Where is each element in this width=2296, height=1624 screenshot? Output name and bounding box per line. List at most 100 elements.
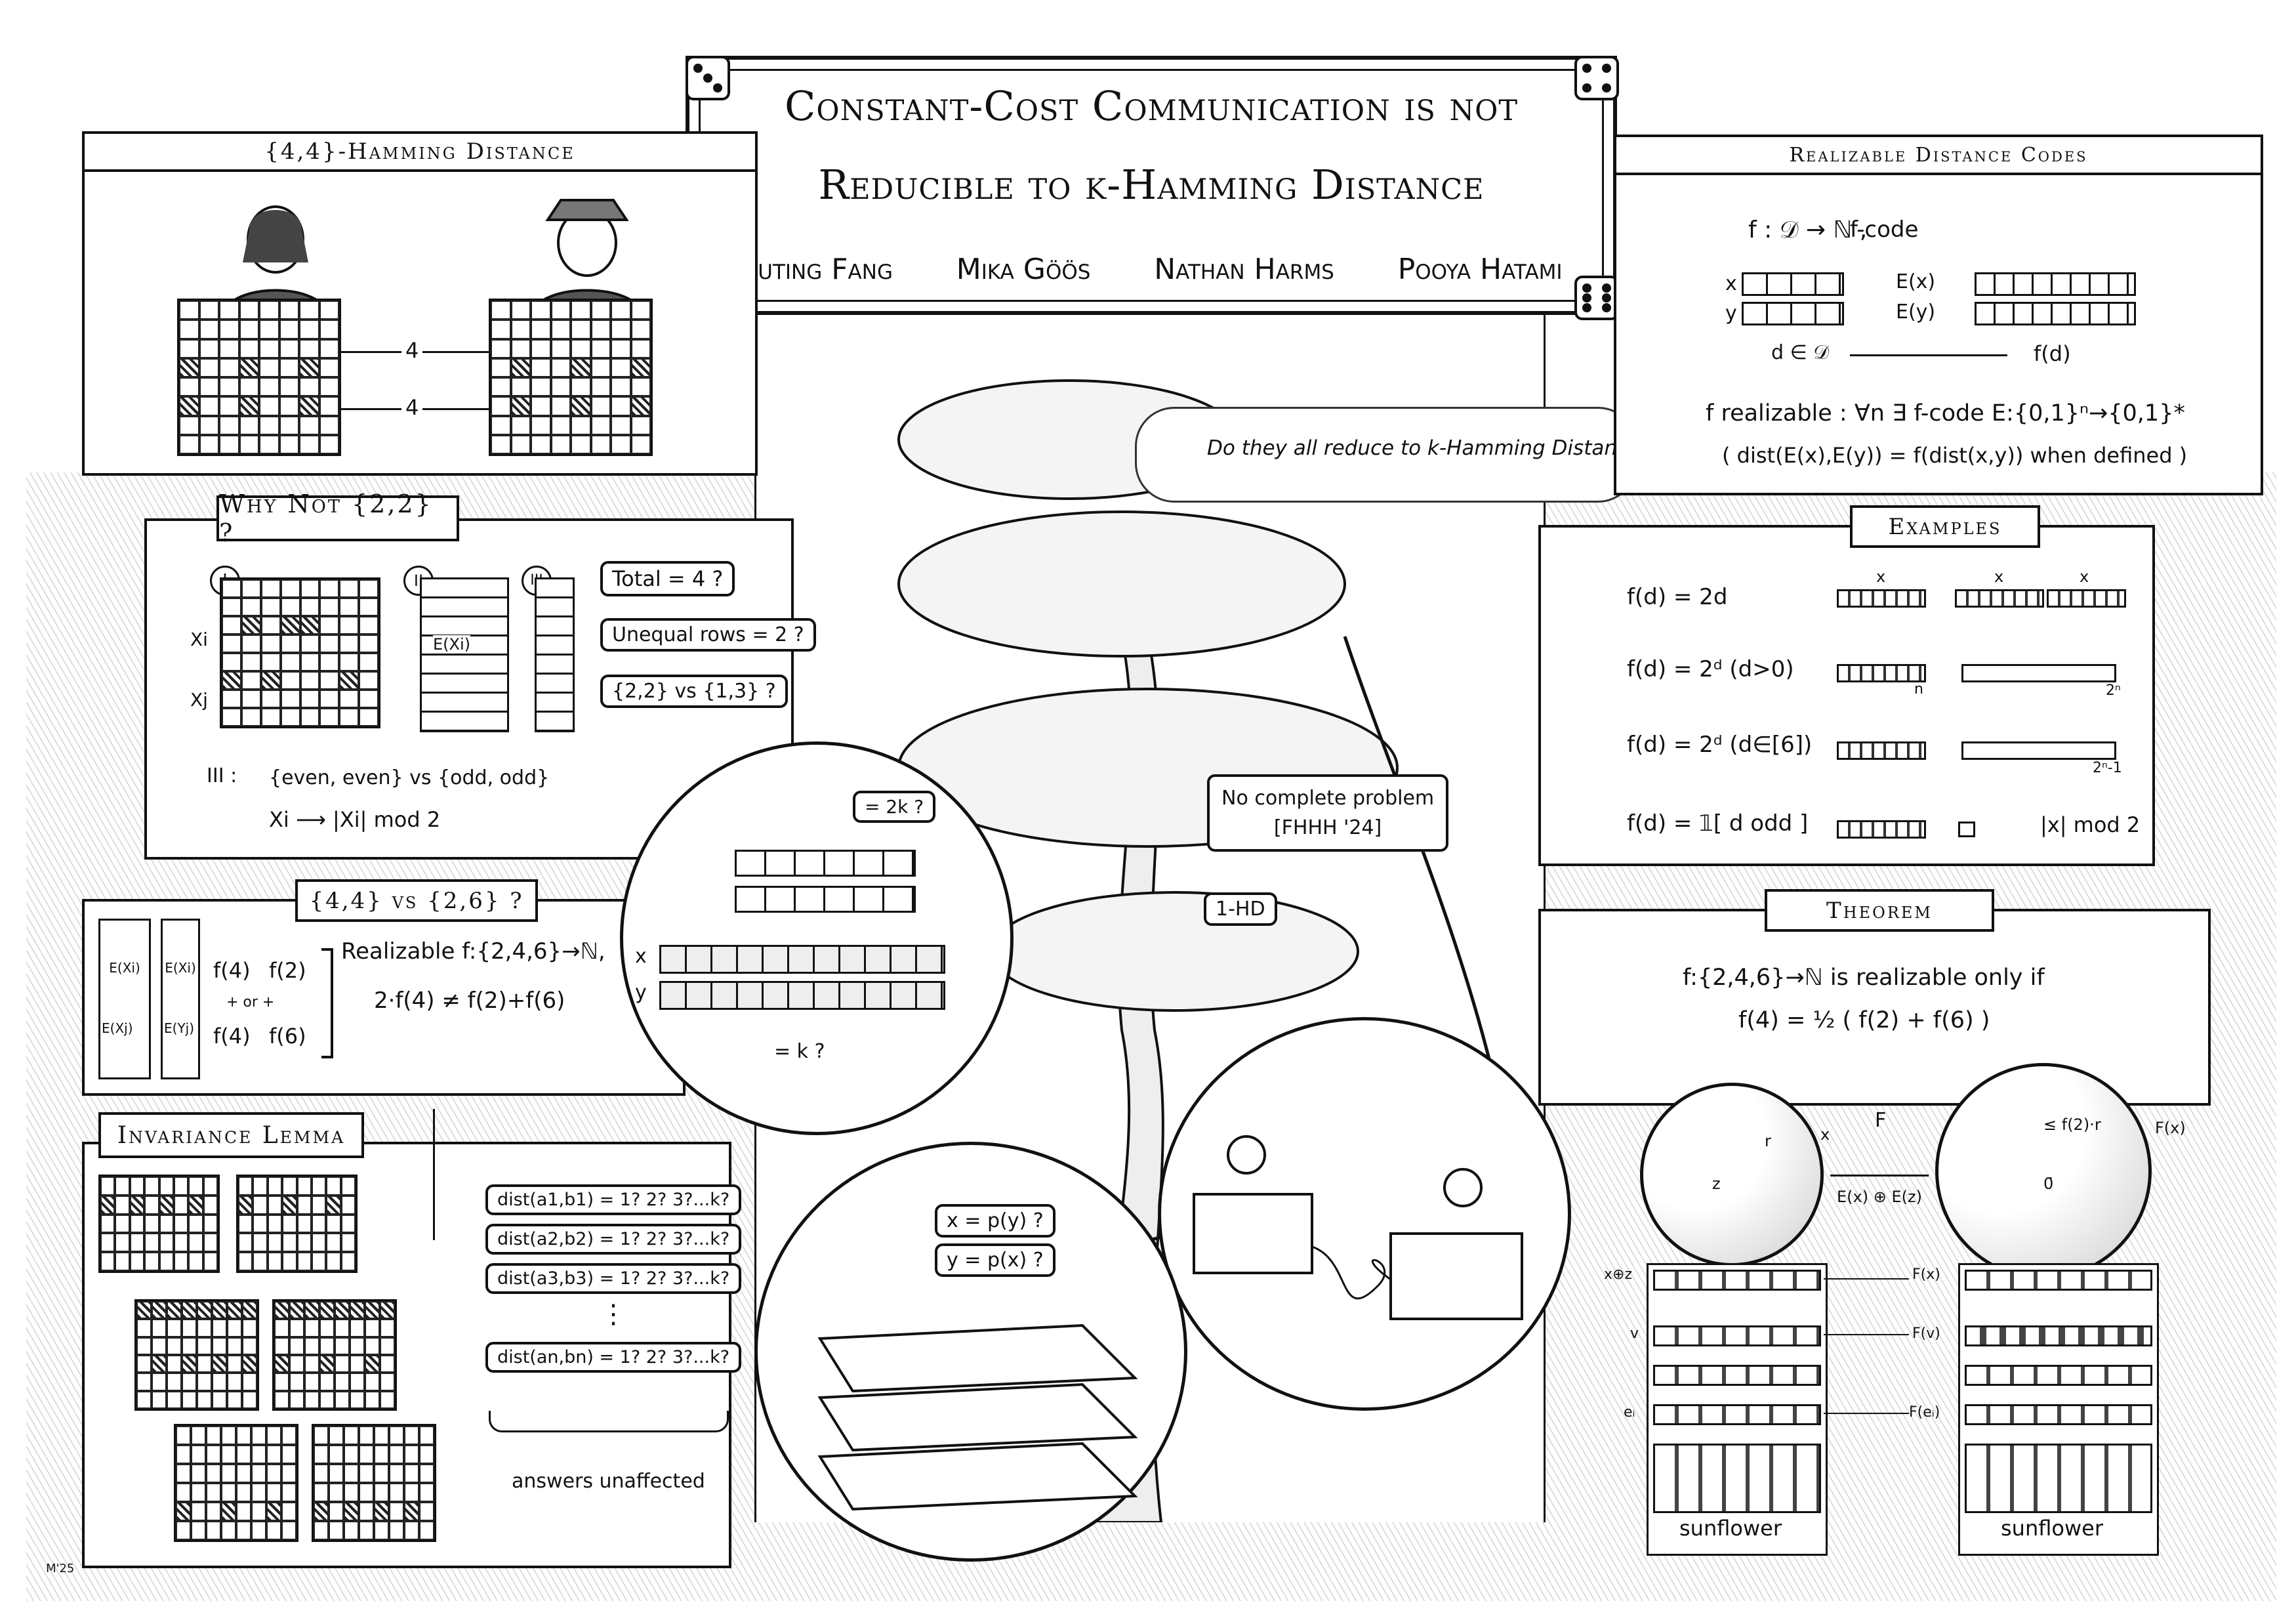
parity-column [535, 577, 575, 732]
grid-cell [199, 301, 219, 320]
grid-cell [188, 1252, 203, 1271]
grid-cell [282, 1233, 297, 1253]
sf-arrow [1830, 1175, 1929, 1176]
grid-cell [359, 690, 379, 708]
grid-cell [300, 635, 320, 653]
grid-cell [531, 377, 551, 397]
sf-bar-5 [1653, 1444, 1821, 1513]
y-strip [659, 981, 945, 1010]
grid-cell [274, 1373, 289, 1391]
grid-cell [197, 1390, 212, 1409]
grid-cell [260, 671, 281, 690]
eq-2k-tag: = 2k ? [853, 791, 936, 823]
grid-cell [199, 396, 219, 416]
grid-cell [630, 434, 651, 454]
grid-cell [319, 320, 339, 339]
grid-cell [311, 1214, 327, 1234]
grid-cell [191, 1483, 206, 1502]
xi-label: Xi [190, 629, 208, 650]
grid-cell [182, 1337, 197, 1355]
authors: Yuting Fang Mika Göös Nathan Harms Pooya… [708, 253, 1594, 286]
grid-cell [251, 1445, 266, 1464]
grid-cell [339, 598, 359, 616]
grid-cell [100, 1233, 115, 1253]
grid-cell [279, 301, 299, 320]
rdc-y: y [1725, 302, 1737, 325]
grid-cell [344, 1502, 359, 1521]
sf-bar-r1 [1965, 1270, 2152, 1291]
grid-cell [359, 1483, 374, 1502]
author-4: Pooya Hatami [1397, 253, 1563, 286]
grid-cell [281, 1521, 297, 1540]
rdc-x-strip [1742, 272, 1844, 296]
sf-label-right: sunflower [2001, 1516, 2103, 1541]
grid-cell [152, 1337, 167, 1355]
sf-bar-1 [1653, 1270, 1821, 1291]
grid-cell [227, 1337, 242, 1355]
sf-ei: eᵢ [1624, 1404, 1635, 1421]
grid-cell [380, 1319, 395, 1337]
alice-grid [177, 299, 341, 456]
grid-cell [335, 1355, 350, 1373]
grid-cell [304, 1373, 319, 1391]
dist-tag-2: dist(a2,b2) = 1? 2? 3?...k? [485, 1224, 742, 1255]
ex-2n: 2ⁿ [2106, 682, 2121, 699]
grid-cell [227, 1373, 242, 1391]
why-tag-unequal: Unequal rows = 2 ? [600, 618, 816, 652]
layered-maps [817, 1323, 1138, 1511]
grid-cell [359, 1521, 374, 1540]
grid-cell [339, 579, 359, 598]
author-1: Yuting Fang [740, 253, 893, 286]
grid-cell [314, 1445, 329, 1464]
grid-cell [259, 377, 279, 397]
grid-cell [100, 1252, 115, 1271]
grid-cell [419, 1483, 434, 1502]
grid-cell [380, 1373, 395, 1391]
inv-grid-3 [134, 1299, 259, 1411]
grid-cell [167, 1355, 182, 1373]
grid-cell [188, 1214, 203, 1234]
grid-cell [319, 653, 340, 671]
sf-z: z [1712, 1175, 1721, 1193]
grid-cell [550, 415, 571, 435]
grid-cell [319, 377, 339, 397]
grid-cell [319, 635, 340, 653]
grid-cell [380, 1390, 395, 1409]
sf-Fx2: F(x) [1912, 1266, 1940, 1283]
grid-cell [179, 358, 199, 377]
grid-cell [179, 434, 199, 454]
die-icon [1574, 276, 1619, 320]
grid-cell [152, 1355, 167, 1373]
grid-cell [340, 1252, 356, 1271]
grid-cell [267, 1176, 283, 1196]
examples-panel [1538, 525, 2155, 866]
grid-cell [241, 690, 261, 708]
grid-cell [236, 1464, 251, 1483]
bob-figure [529, 199, 645, 315]
grid-cell [241, 671, 261, 690]
title-line-1: Constant-Cost Communication is not [784, 82, 1519, 130]
why-tag-total: Total = 4 ? [600, 561, 735, 596]
grid-cell [241, 708, 261, 726]
grid-cell [304, 1390, 319, 1409]
grid-cell [260, 616, 281, 635]
grid-cell [176, 1445, 191, 1464]
grid-cell [222, 671, 241, 690]
grid-cell [173, 1176, 189, 1196]
grid-cell [238, 1195, 253, 1215]
grid-cell [222, 653, 241, 671]
grid-cell [274, 1301, 289, 1320]
grid-cell [326, 1214, 341, 1234]
grid-cell [144, 1233, 159, 1253]
ypx-tag: y = p(x) ? [935, 1243, 1056, 1277]
inv-grid-6 [312, 1424, 436, 1542]
grid-cell [314, 1426, 329, 1445]
grid-cell [227, 1390, 242, 1409]
grid-cell [279, 339, 299, 358]
grid-cell [136, 1355, 152, 1373]
grid-cell [239, 301, 259, 320]
grid-cell [359, 616, 379, 635]
grid-cell [203, 1176, 218, 1196]
grid-cell [365, 1337, 380, 1355]
grid-cell [260, 653, 281, 671]
